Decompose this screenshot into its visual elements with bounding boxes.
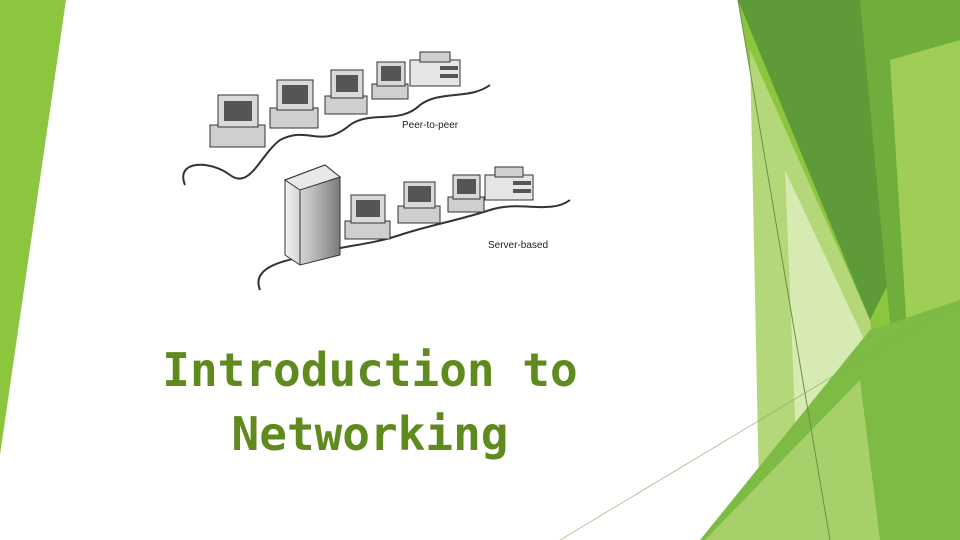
title-line-2: Networking xyxy=(130,402,610,466)
server-tower-icon xyxy=(285,165,340,265)
desktop-computer-icon xyxy=(398,182,440,223)
printer-icon xyxy=(485,167,533,200)
desktop-computer-icon xyxy=(210,95,265,147)
desktop-computer-icon xyxy=(448,175,484,212)
desktop-computer-icon xyxy=(372,62,408,99)
desktop-computer-icon xyxy=(325,70,367,114)
desktop-computer-icon xyxy=(345,195,390,239)
peer-to-peer-label: Peer-to-peer xyxy=(402,120,459,131)
network-illustration: Peer-to-peer xyxy=(170,40,590,300)
title-line-1: Introduction to xyxy=(130,338,610,402)
printer-icon xyxy=(410,52,460,86)
server-based-label: Server-based xyxy=(488,240,548,251)
left-green-strip xyxy=(0,0,66,455)
slide-title: Introduction to Networking xyxy=(130,338,610,466)
desktop-computer-icon xyxy=(270,80,318,128)
